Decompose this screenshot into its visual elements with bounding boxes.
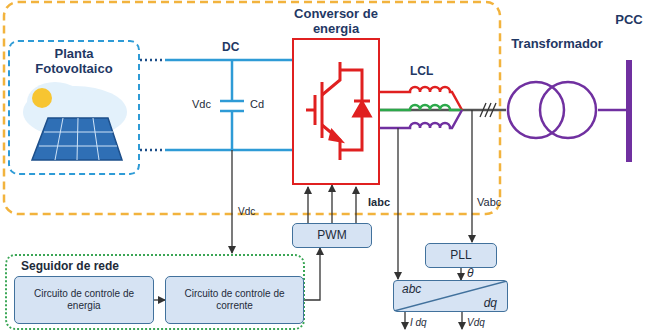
converter-border (292, 38, 380, 185)
connector (598, 109, 626, 112)
node-text: dq (484, 296, 497, 310)
connector (154, 299, 165, 300)
solar-panel (23, 82, 127, 160)
igbt-symbol (306, 62, 370, 160)
vabc-wire (471, 110, 472, 242)
process-box: Circuito de controle de energia (14, 276, 154, 324)
iabc-wire (397, 128, 398, 279)
pv-plant-box: Planta Fotovoltaico (8, 40, 140, 175)
converter-box: Conversor de energia (292, 6, 380, 185)
vdq-wire (461, 312, 462, 329)
node-text: PWM (317, 228, 346, 242)
grid-follower-box: Seguidor de redeCircuito de controle de … (5, 254, 305, 330)
node-text: Conversor de energia (292, 6, 380, 36)
dc-bus (140, 60, 292, 150)
node-text: Transformador (506, 36, 608, 51)
bus-label: DC (222, 40, 239, 54)
transformer-coils (506, 56, 602, 146)
signal-label: I dq (410, 317, 427, 328)
idq-wire (404, 312, 405, 329)
connector (460, 268, 461, 280)
connector (304, 248, 320, 300)
transformer: Transformador (506, 36, 608, 146)
signal-label: Iabc (368, 196, 390, 208)
node-text: Seguidor de rede (7, 256, 303, 273)
filter-label: LCL (410, 64, 433, 78)
vdc-wire (231, 150, 232, 253)
connector (331, 185, 332, 223)
process-box: Circuito de controle de corrente (165, 276, 304, 324)
voltage-label: Vdc (192, 98, 211, 110)
node-text: PLL (450, 248, 471, 262)
signal-label: Vabc (477, 196, 501, 208)
abc-dq-box: abc dq (393, 280, 508, 312)
pwm-box: PWM (292, 223, 372, 248)
node-text: Circuito de controle de corrente (170, 288, 299, 312)
signal-label: Vdc (238, 206, 255, 217)
node-text: abc (402, 282, 421, 296)
plant-region (4, 2, 500, 214)
edge-label: θ (467, 266, 474, 280)
pll-box: PLL (425, 243, 497, 268)
pcc-bus: PCC (612, 12, 646, 162)
signal-label: Vdq (467, 317, 485, 328)
node-text: Circuito de controle de energia (19, 288, 149, 312)
pcc-bar (626, 60, 632, 162)
node-text: PCC (612, 12, 646, 27)
capacitor-label: Cd (250, 98, 264, 110)
node-text: Planta Fotovoltaico (10, 42, 138, 76)
